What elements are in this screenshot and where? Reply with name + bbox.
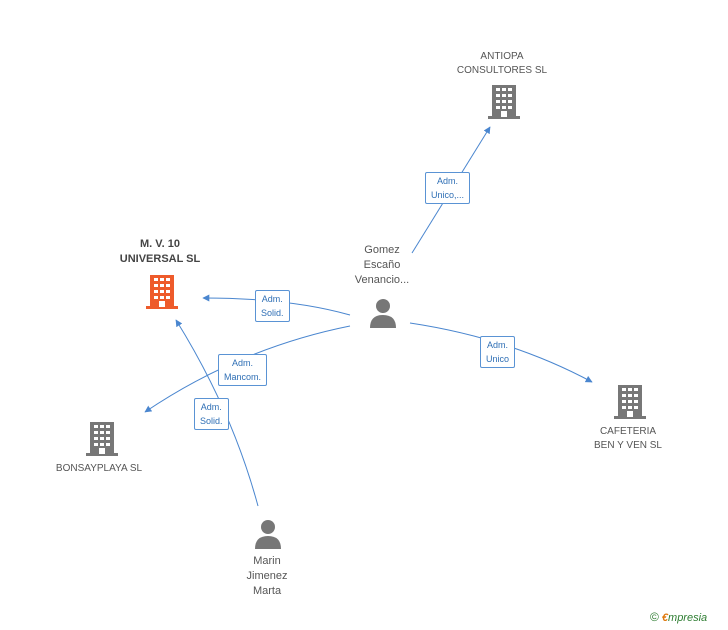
edge-label-gomez-mv10[interactable]: Adm. Solid. — [255, 290, 290, 322]
company-label-mv10[interactable]: M. V. 10 UNIVERSAL SL — [119, 238, 201, 265]
building-icon[interactable] — [614, 385, 646, 419]
company-label-antiopa[interactable]: ANTIOPA CONSULTORES SL — [456, 51, 548, 76]
person-icon[interactable] — [368, 298, 398, 328]
brand-name: mpresia — [668, 612, 708, 624]
building-icon[interactable] — [488, 85, 520, 119]
building-icon[interactable] — [86, 422, 118, 456]
person-label-gomez[interactable]: Gomez Escaño Venancio... — [354, 244, 410, 286]
company-label-cafeteria[interactable]: CAFETERIA BEN Y VEN SL — [594, 426, 662, 451]
person-icon[interactable] — [253, 519, 283, 549]
edge-label-gomez-cafeteria[interactable]: Adm. Unico — [480, 336, 516, 368]
brand-initial: € — [661, 612, 669, 624]
person-label-marin[interactable]: Marin Jimenez Marta — [246, 555, 288, 597]
brand-logo: © €mpresia — [650, 610, 707, 624]
edge-label-marin-mv10[interactable]: Adm. Solid. — [194, 398, 229, 430]
building-icon[interactable] — [146, 275, 178, 309]
copyright-symbol: © — [650, 610, 659, 624]
company-label-bonsay[interactable]: BONSAYPLAYA SL — [55, 463, 143, 474]
edge-label-gomez-antiopa[interactable]: Adm. Unico,... — [425, 172, 471, 204]
edge-label-gomez-bonsay[interactable]: Adm. Mancom. — [218, 354, 268, 386]
